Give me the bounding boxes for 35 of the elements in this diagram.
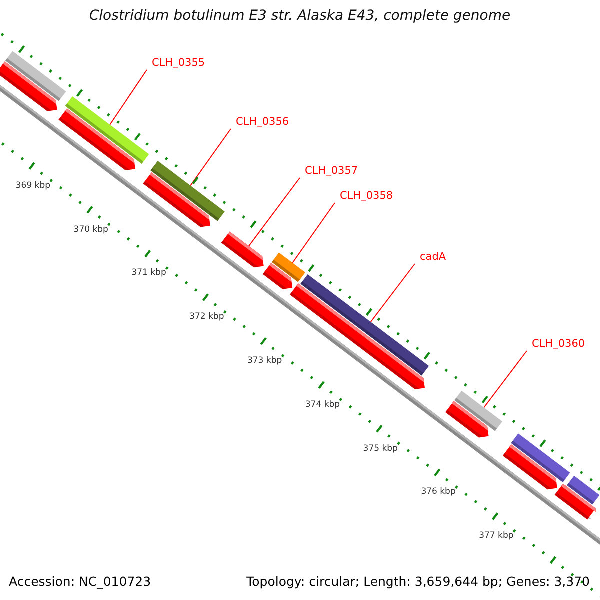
gene-bar xyxy=(567,476,600,505)
gene-bar xyxy=(272,252,306,282)
scale-label: 374 kbp xyxy=(305,400,340,410)
coding-region-block xyxy=(554,484,596,520)
coding-region-block xyxy=(143,172,210,228)
leader-line xyxy=(370,264,416,323)
leader-line xyxy=(190,128,232,186)
gene-label: CLH_0356 xyxy=(236,116,290,129)
coding-region-block xyxy=(0,62,58,112)
scale-label: 376 kbp xyxy=(421,487,456,498)
leader-line xyxy=(248,178,300,247)
gene-label: CLH_0355 xyxy=(152,57,206,70)
coding-region-block xyxy=(502,444,558,490)
scale-label: 375 kbp xyxy=(363,444,398,454)
leader-line xyxy=(292,202,336,264)
gene-label: CLH_0357 xyxy=(305,165,358,178)
scale-label: 371 kbp xyxy=(132,268,166,278)
scale-label: 370 kbp xyxy=(74,224,108,235)
gene-label: CLH_0360 xyxy=(532,338,586,351)
gene-label: cadA xyxy=(420,251,446,264)
coding-region-block xyxy=(446,401,489,438)
scale-label: 377 kbp xyxy=(479,531,514,542)
scale-label: 369 kbp xyxy=(16,180,51,191)
scale-label: 372 kbp xyxy=(190,312,224,322)
title: Clostridium botulinum E3 str. Alaska E43, complete genome xyxy=(89,8,511,24)
coding-region-block xyxy=(58,108,136,170)
gene-label: CLH_0358 xyxy=(340,190,394,203)
coding-region-block xyxy=(262,263,293,290)
footer-text: Accession: NC_010723 xyxy=(9,574,152,589)
footer-text: Topology: circular; Length: 3,659,644 bp; Genes: 3,370 xyxy=(246,574,590,589)
coding-region-block xyxy=(290,284,425,390)
leader-line xyxy=(484,350,528,408)
leader-line xyxy=(110,70,148,126)
coding-region-block xyxy=(221,232,264,268)
scale-label: 373 kbp xyxy=(248,356,282,366)
